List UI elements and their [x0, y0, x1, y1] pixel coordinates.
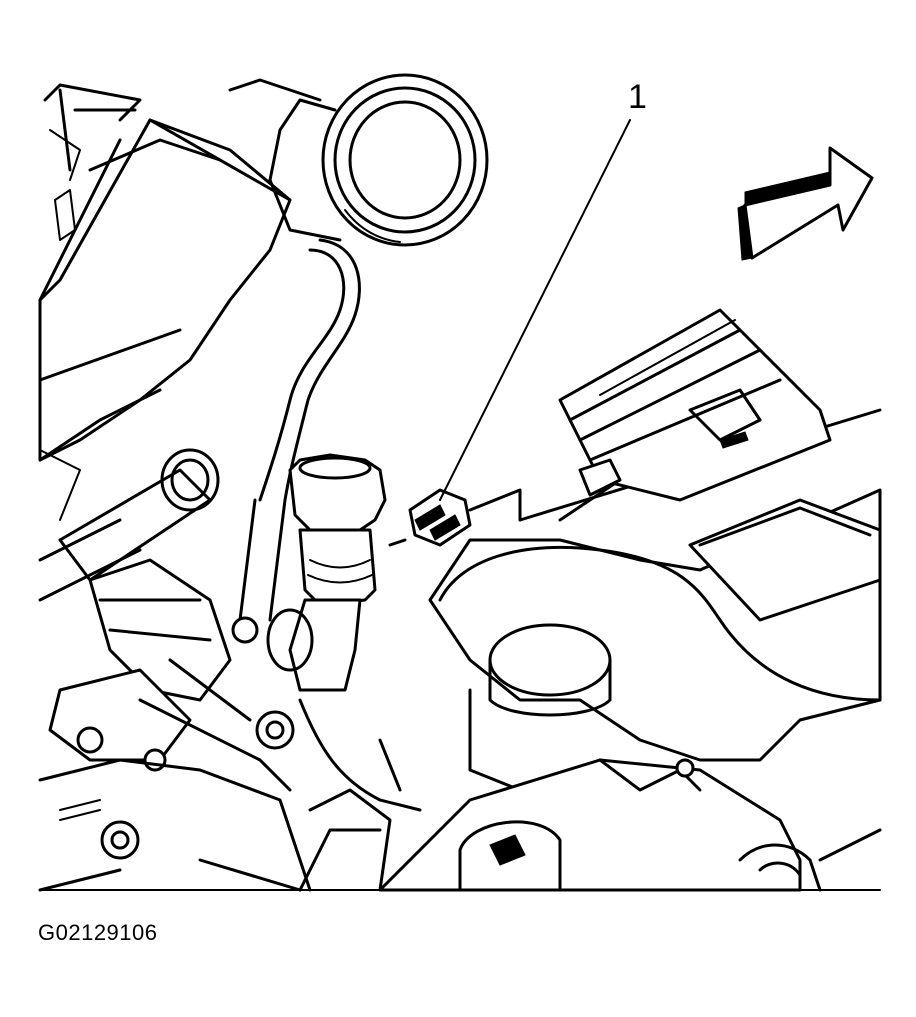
mass-airflow-duct — [558, 308, 832, 502]
electrical-connector — [388, 488, 522, 547]
left-components — [38, 448, 312, 892]
air-cleaner-housing — [428, 408, 882, 792]
direction-arrow-icon — [737, 146, 874, 261]
hoses — [238, 238, 361, 622]
callout-leader-line — [439, 119, 631, 501]
coolant-reservoir — [378, 758, 882, 892]
radiator-cap — [266, 453, 387, 692]
callout-number: 1 — [628, 78, 647, 116]
lower-manifold — [298, 698, 422, 892]
upper-left-engine-cover — [38, 83, 292, 462]
intake-duct — [228, 73, 489, 247]
figure-code: G02129106 — [38, 920, 158, 945]
